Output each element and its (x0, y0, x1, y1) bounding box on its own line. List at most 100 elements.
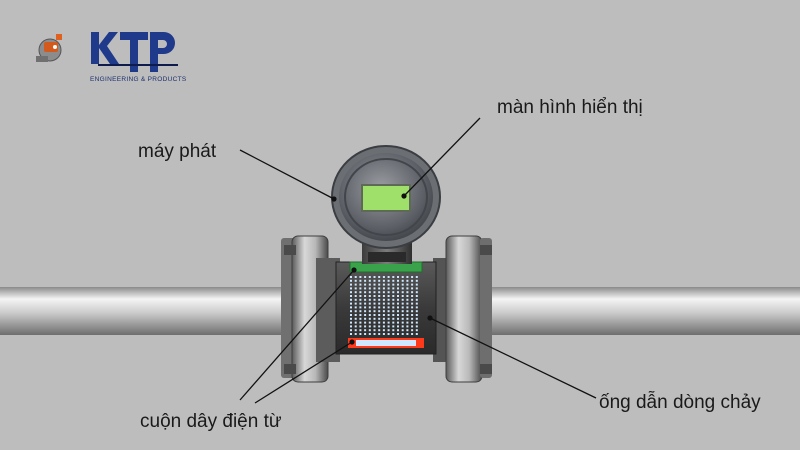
display-screen (361, 184, 411, 212)
right-flange (433, 235, 492, 383)
electrode-dot (415, 295, 418, 297)
electrode-dot (392, 325, 395, 328)
electrode-dot (411, 329, 414, 332)
electrode-dot (364, 329, 367, 332)
electrode-dot (350, 291, 352, 294)
electrode-dot (401, 298, 404, 301)
electrode-dot (397, 317, 399, 320)
electrode-dot (392, 283, 395, 286)
electrode-dot (411, 279, 414, 282)
electrode-dot (354, 317, 357, 320)
electrode-dot (411, 291, 414, 294)
electrode-dot (373, 310, 376, 313)
electrode-dot (392, 310, 395, 313)
electrode-dot (373, 276, 376, 278)
electrode-dot (415, 287, 418, 290)
electrode-dot (401, 302, 404, 305)
electrode-dot (373, 329, 376, 332)
electrode-dot (387, 310, 390, 313)
electrode-dot (378, 310, 381, 313)
electrode-dot (401, 325, 404, 328)
electrode-dot (364, 298, 367, 301)
electrode-dot (387, 287, 390, 290)
leader-flow-tube (429, 317, 597, 399)
electrode-dot (364, 333, 367, 335)
electrode-dot (406, 291, 409, 294)
electrode-dot (359, 298, 362, 301)
electrode-dot (368, 317, 371, 320)
electrode-dot (415, 314, 418, 316)
electrode-dot (401, 279, 404, 282)
electrode-dot (415, 306, 418, 309)
electrode-dot (378, 279, 381, 282)
electrode-dot (368, 333, 371, 335)
electrode-dot (368, 295, 371, 297)
electrode-dot (359, 333, 362, 335)
electrode-dot (397, 302, 399, 305)
electrode-dot (359, 295, 362, 297)
electrode-dot (411, 287, 414, 290)
electrode-dot (397, 306, 399, 309)
electrode-dot (406, 310, 409, 313)
electrode-dot (378, 298, 381, 301)
electrode-dot (350, 283, 352, 286)
pipe-right (480, 287, 800, 335)
electrode-dot (378, 276, 381, 278)
electrode-dot (411, 325, 414, 328)
electrode-dot (401, 295, 404, 297)
electrode-dot (397, 321, 399, 324)
electrode-dot (406, 302, 409, 305)
electrode-dot (382, 325, 385, 328)
electrode-dot (411, 317, 414, 320)
electrode-dot (411, 276, 414, 278)
electrode-dot (415, 283, 418, 286)
electrode-dot (411, 283, 414, 286)
electrode-dot (354, 276, 357, 278)
electrode-dot (364, 291, 367, 294)
electrode-dot (368, 298, 371, 301)
electrode-dot (368, 276, 371, 278)
electrode-dot (368, 291, 371, 294)
electrode-dot (387, 317, 390, 320)
electrode-dot (378, 333, 381, 335)
electrode-dot (354, 306, 357, 309)
electrode-dot (359, 314, 362, 316)
electrode-dot (373, 279, 376, 282)
electrode-dot (415, 298, 418, 301)
electrode-dot (415, 276, 418, 278)
electrode-dot (378, 287, 381, 290)
electrode-dot (368, 279, 371, 282)
electrode-dot (406, 306, 409, 309)
electrode-dot (382, 276, 385, 278)
electrode-dot (354, 314, 357, 316)
electrode-dot (359, 321, 362, 324)
electrode-dot (382, 302, 385, 305)
electrode-dot (354, 287, 357, 290)
electrode-dot (359, 325, 362, 328)
robot-mascot-icon (36, 34, 62, 62)
transmitter-label: máy phát (138, 141, 217, 162)
transmitter-head (331, 145, 441, 249)
electrode-dot (415, 329, 418, 332)
flow-tube-label: ống dẫn dòng chảy (599, 392, 761, 413)
electrode-dot (364, 314, 367, 316)
electrode-dot (392, 295, 395, 297)
electrode-dot (364, 302, 367, 305)
electrode-dot (350, 306, 352, 309)
electrode-dot (368, 302, 371, 305)
electrode-dot (354, 329, 357, 332)
electrode-dot (359, 306, 362, 309)
electrode-dot (406, 317, 409, 320)
electrode-dot (364, 317, 367, 320)
electrode-dot (406, 333, 409, 335)
electrode-dot (401, 310, 404, 313)
electrode-dot (378, 314, 381, 316)
electrode-dot (387, 302, 390, 305)
electrode-dot (401, 283, 404, 286)
electrode-dot (364, 321, 367, 324)
electrode-dot (406, 329, 409, 332)
electrode-dot (397, 310, 399, 313)
electrode-dot (368, 306, 371, 309)
electrode-dot (373, 321, 376, 324)
electrode-dot (354, 295, 357, 297)
